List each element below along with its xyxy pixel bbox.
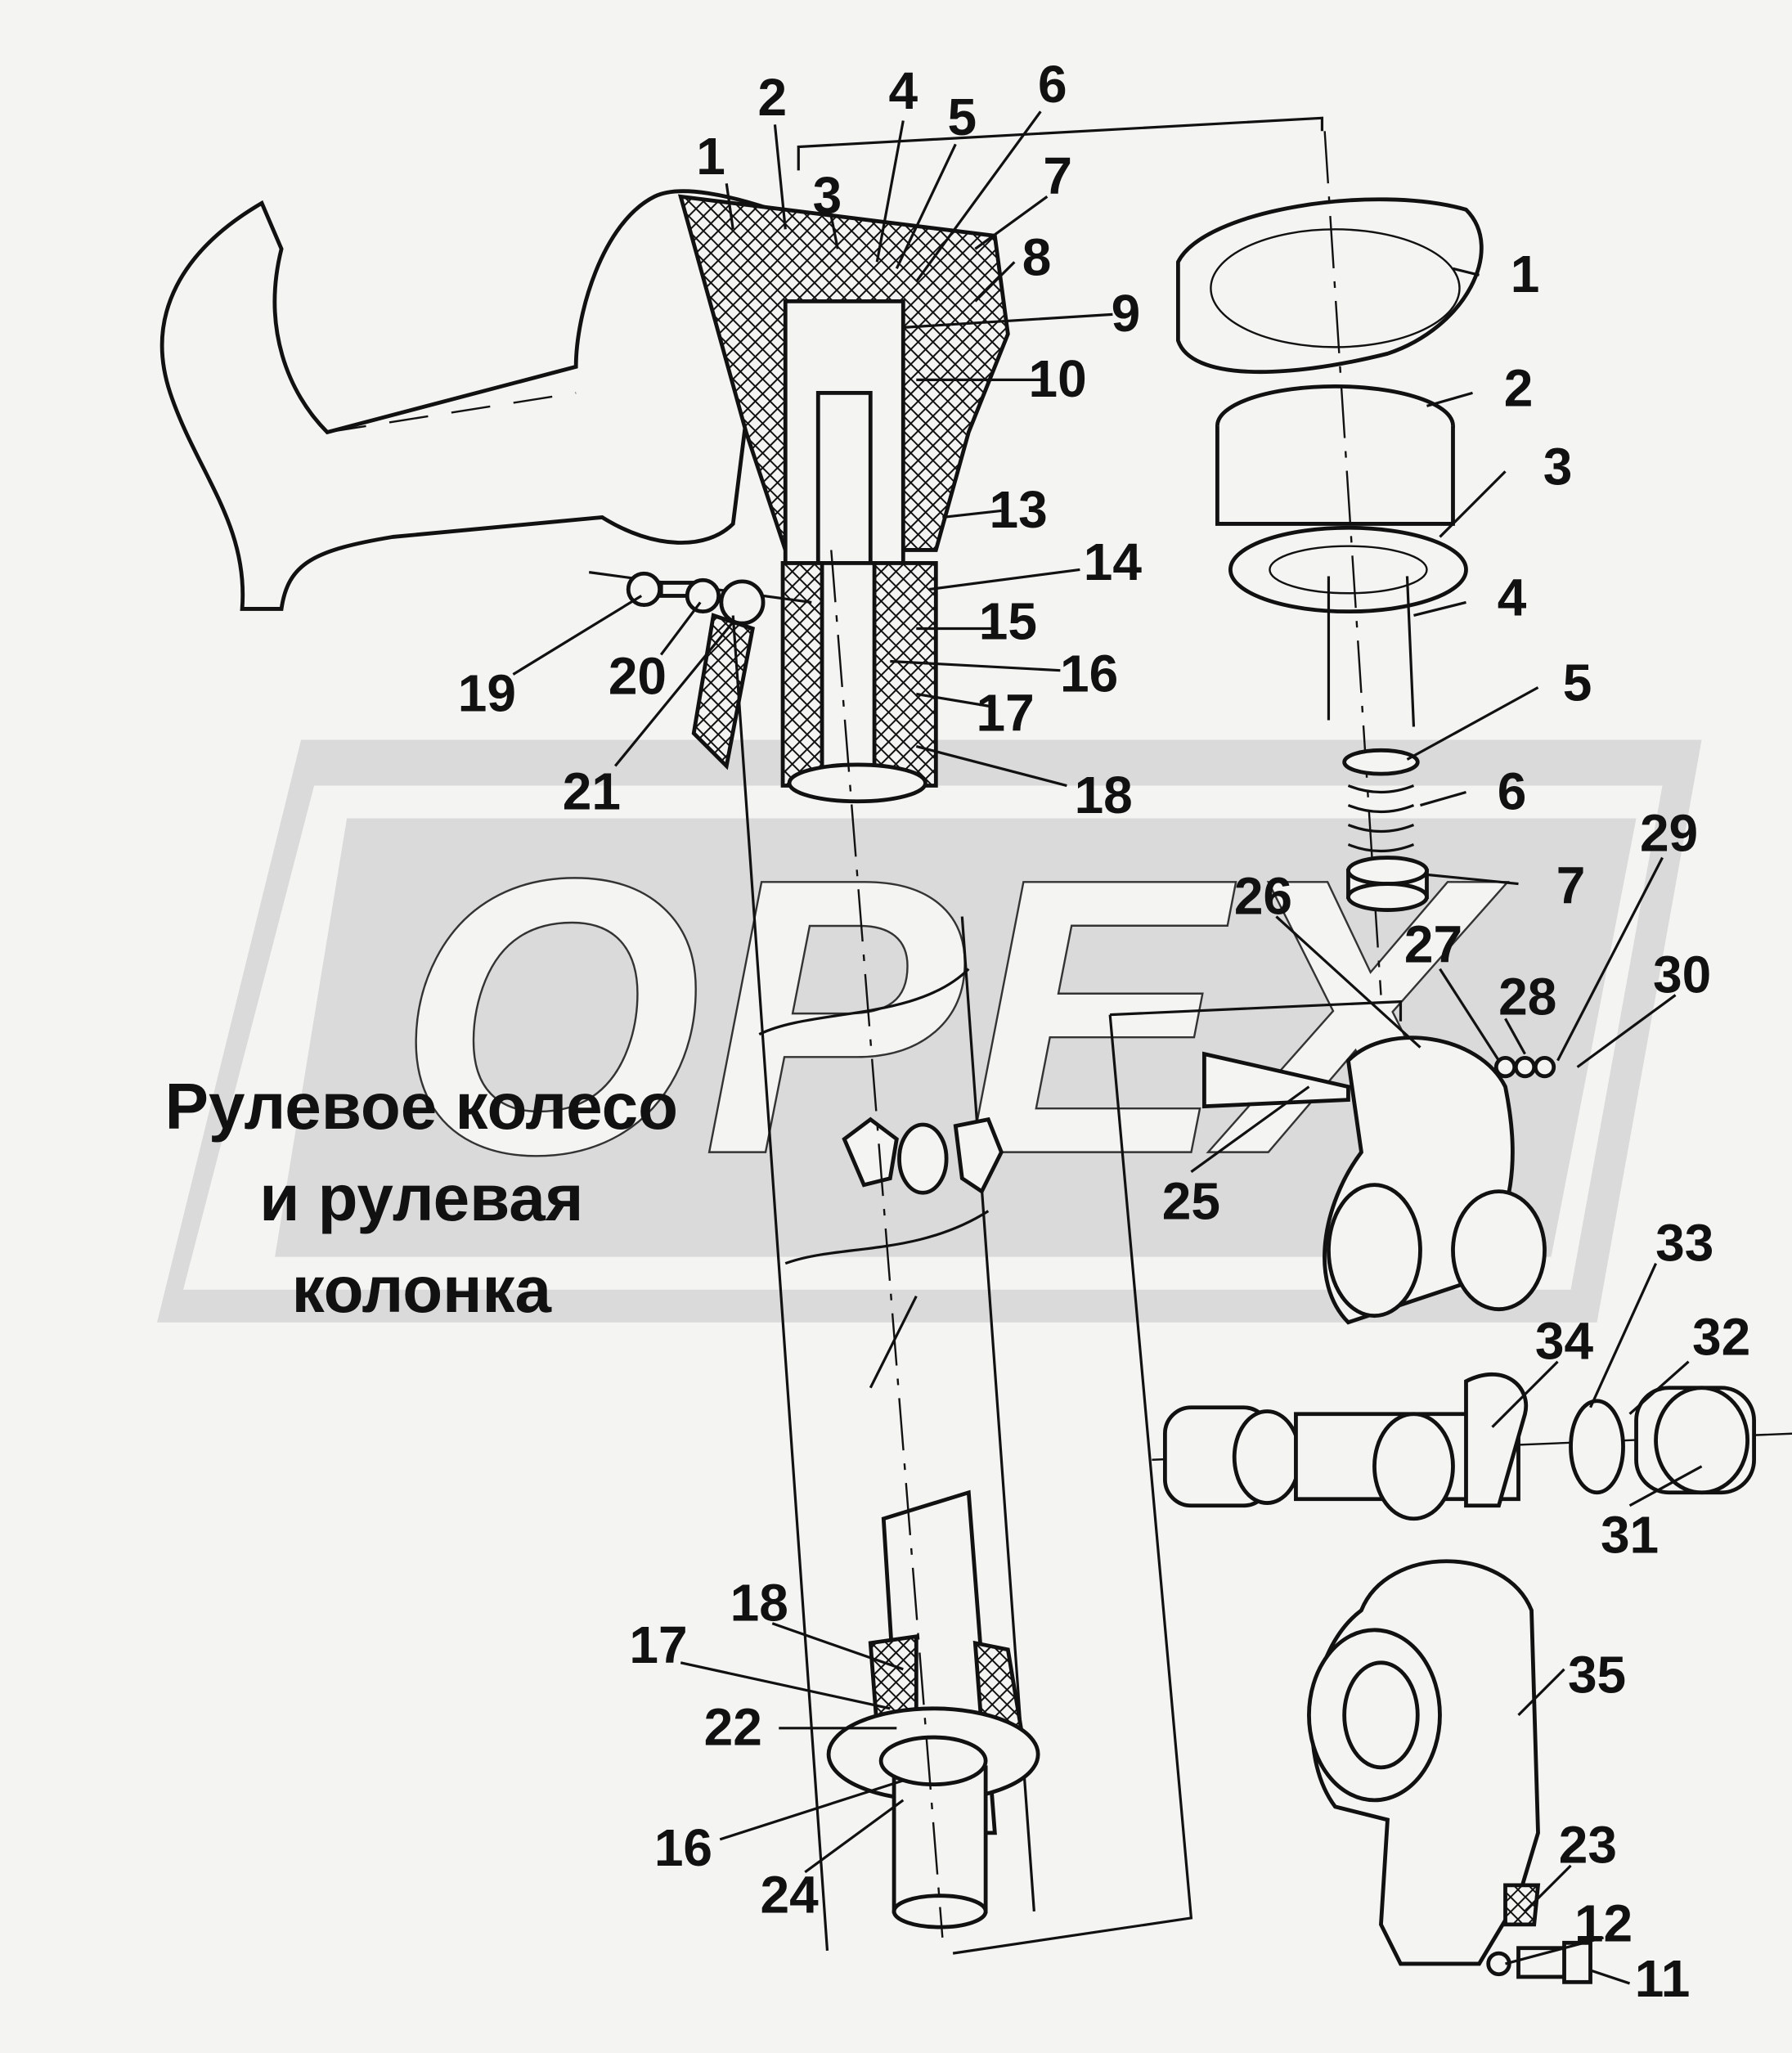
callout-label: 4 [1498, 568, 1527, 627]
parts-labels: 1 2 3 4 5 6 7 26 27 28 29 30 25 33 32 34… [1162, 245, 1750, 2008]
bottom-labels: 18 17 22 16 24 [629, 1574, 819, 1925]
callout-label: 13 [990, 480, 1048, 539]
callout-label: 7 [1043, 146, 1072, 205]
callout-label: 16 [654, 1818, 712, 1877]
callout-label: 5 [1563, 653, 1592, 712]
callout-label: 17 [629, 1615, 687, 1674]
callout-label: 35 [1568, 1646, 1626, 1705]
callout-label: 30 [1653, 945, 1711, 1004]
callout-label: 14 [1084, 532, 1143, 591]
callout-label: 15 [979, 591, 1037, 650]
callout-label: 26 [1234, 866, 1292, 925]
assembly-brackets [797, 116, 1403, 1955]
column-labels: 1 2 3 4 5 6 7 8 9 10 13 14 15 16 17 18 1… [458, 55, 1143, 824]
callout-label: 10 [1029, 349, 1087, 408]
callout-label: 2 [757, 68, 787, 127]
callout-label: 2 [1504, 358, 1534, 417]
callout-label: 16 [1060, 644, 1118, 703]
callout-label: 32 [1692, 1308, 1750, 1367]
callout-label: 27 [1404, 915, 1462, 974]
callout-label: 28 [1498, 968, 1556, 1026]
column-tube [731, 550, 1040, 1952]
callout-label: 22 [704, 1698, 762, 1757]
callout-label: 34 [1535, 1312, 1594, 1371]
callout-label: 29 [1640, 804, 1698, 863]
exploded-parts [1152, 131, 1792, 1984]
callout-label: 3 [1543, 437, 1573, 496]
steering-wheel [159, 189, 775, 611]
steering-hub-section [677, 194, 1010, 804]
callout-label: 23 [1559, 1816, 1617, 1875]
callout-label: 20 [609, 646, 667, 705]
callout-label: 7 [1556, 856, 1586, 915]
title-line-1: Рулевое колесо [165, 1070, 678, 1143]
title-line-2: и рулевая [259, 1161, 583, 1234]
callout-label: 25 [1162, 1171, 1220, 1230]
callout-label: 31 [1601, 1505, 1659, 1564]
callout-label: 12 [1574, 1894, 1633, 1953]
callout-label: 33 [1655, 1213, 1713, 1272]
title-line-3: колонка [292, 1253, 553, 1326]
callout-label: 5 [948, 88, 977, 146]
watermark-logo: OPEX [157, 739, 1702, 1323]
watermark-text: OPEX [397, 797, 1508, 1236]
callout-label: 24 [760, 1865, 819, 1924]
callout-label: 3 [813, 166, 842, 225]
callout-label: 18 [1075, 766, 1133, 824]
callout-label: 17 [977, 683, 1035, 742]
callout-label: 8 [1022, 227, 1052, 286]
callout-label: 9 [1112, 284, 1141, 343]
callout-label: 1 [1511, 245, 1540, 303]
callout-label: 6 [1038, 55, 1067, 114]
leader-lines [512, 110, 1703, 1985]
callout-label: 11 [1635, 1949, 1691, 2008]
callout-label: 18 [730, 1574, 788, 1633]
callout-label: 19 [458, 663, 516, 722]
callout-label: 21 [563, 761, 621, 820]
callout-label: 4 [889, 61, 918, 120]
callout-label: 6 [1498, 761, 1527, 820]
callout-label: 1 [696, 127, 725, 186]
diagram-title: Рулевое колесо и рулевая колонка [165, 1070, 678, 1326]
